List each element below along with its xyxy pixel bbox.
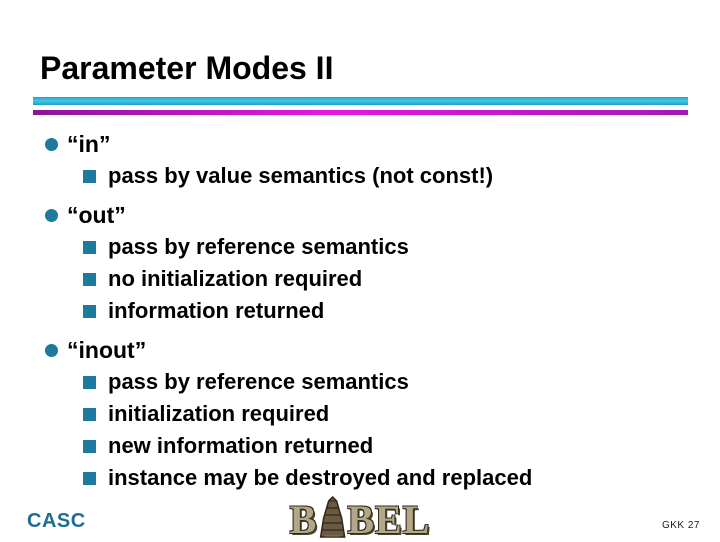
bullet-list: “in” pass by value semantics (not const!… [45,128,710,494]
title-rule-magenta [33,110,688,115]
title-rule-cyan [33,97,688,105]
list-item: “out” [45,199,710,231]
circle-bullet-icon [45,343,58,357]
square-bullet-icon [83,304,96,318]
footer-slide-credit: GKK 27 [661,520,700,531]
list-item-label: no initialization required [108,266,363,291]
list-item: “in” [45,128,710,160]
square-bullet-icon [83,375,96,389]
list-item-label: “inout” [67,336,147,363]
list-item: instance may be destroyed and replaced [45,462,710,494]
list-item-label: new information returned [108,433,374,458]
list-item-label: pass by reference semantics [108,369,409,394]
square-bullet-icon [83,407,96,421]
list-item: “inout” [45,334,710,366]
list-item-label: “in” [67,130,111,157]
square-bullet-icon [83,169,96,183]
square-bullet-icon [83,439,96,453]
list-item-label: pass by reference semantics [108,234,409,259]
list-item-label: instance may be destroyed and replaced [108,465,533,490]
babel-logo-letters-bel: BEL [347,497,431,542]
slide-title: Parameter Modes II [40,50,334,86]
list-item: information returned [45,295,710,327]
list-item-label: pass by value semantics (not const!) [108,163,494,188]
square-bullet-icon [83,471,96,485]
bullet-group-in: “in” pass by value semantics (not const!… [45,128,710,192]
babel-tower-icon [319,496,346,538]
bullet-group-inout: “inout” pass by reference semantics init… [45,334,710,494]
babel-logo-letter-b: B [289,497,318,542]
list-item: pass by value semantics (not const!) [45,160,710,192]
list-item-label: “out” [67,201,126,228]
square-bullet-icon [83,272,96,286]
list-item: initialization required [45,398,710,430]
list-item: pass by reference semantics [45,231,710,263]
footer-casc-label: CASC [27,510,86,532]
list-item: no initialization required [45,263,710,295]
circle-bullet-icon [45,137,58,151]
list-item-label: initialization required [108,401,330,426]
list-item-label: information returned [108,298,325,323]
circle-bullet-icon [45,208,58,222]
list-item: new information returned [45,430,710,462]
bullet-group-out: “out” pass by reference semantics no ini… [45,199,710,327]
list-item: pass by reference semantics [45,366,710,398]
babel-logo: B BEL [289,496,431,542]
square-bullet-icon [83,240,96,254]
